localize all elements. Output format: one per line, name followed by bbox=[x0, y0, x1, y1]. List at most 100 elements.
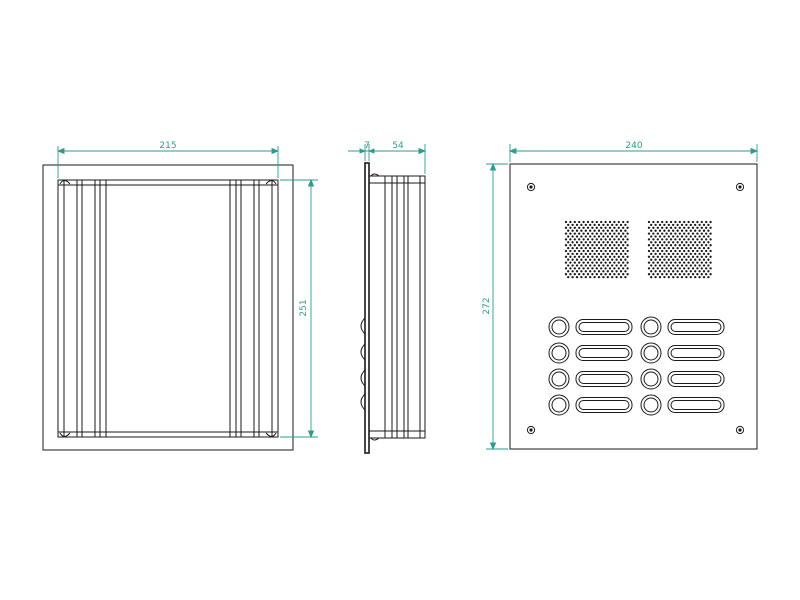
grille-hole bbox=[676, 229, 679, 232]
grille-hole bbox=[674, 244, 677, 247]
grille-hole bbox=[665, 273, 668, 276]
grille-hole bbox=[622, 244, 625, 247]
grille-hole bbox=[582, 261, 585, 264]
name-plate bbox=[575, 345, 633, 361]
grille-hole bbox=[584, 241, 587, 244]
dim-panel-width: 240 bbox=[508, 141, 759, 162]
grille-hole bbox=[674, 261, 677, 264]
grille-hole bbox=[652, 255, 655, 258]
grille-hole bbox=[569, 238, 572, 241]
grille-hole bbox=[564, 244, 568, 247]
grille-hole bbox=[650, 275, 653, 279]
grille-hole bbox=[571, 275, 574, 279]
grille-hole bbox=[696, 267, 699, 270]
grille-hole bbox=[600, 267, 603, 270]
grille-hole bbox=[591, 255, 594, 258]
grille-hole bbox=[707, 275, 710, 279]
grille-hole bbox=[573, 244, 576, 247]
call-button-icon bbox=[640, 368, 662, 390]
grille-hole bbox=[654, 252, 657, 256]
grille-hole bbox=[564, 267, 568, 270]
grille-hole bbox=[658, 275, 662, 279]
grille-hole bbox=[683, 267, 686, 270]
grille-hole bbox=[575, 258, 579, 261]
grille-hole bbox=[582, 226, 585, 229]
grille-hole bbox=[696, 261, 699, 264]
grille-hole bbox=[647, 261, 651, 264]
grille-hole bbox=[654, 235, 657, 238]
grille-hole bbox=[647, 255, 651, 258]
grille-hole bbox=[624, 270, 627, 273]
grille-hole bbox=[709, 249, 712, 253]
grille-hole bbox=[564, 255, 568, 258]
grille-hole bbox=[606, 258, 609, 261]
grille-hole bbox=[573, 220, 576, 224]
grille-hole bbox=[672, 235, 675, 238]
grille-hole bbox=[589, 235, 592, 238]
grille-hole bbox=[680, 235, 684, 238]
grille-hole bbox=[608, 226, 612, 229]
grille-hole bbox=[705, 226, 708, 229]
grille-hole bbox=[689, 258, 692, 261]
grille-hole bbox=[602, 275, 605, 279]
grille-hole bbox=[661, 244, 664, 247]
grille-hole bbox=[680, 229, 684, 232]
grille-hole bbox=[571, 223, 574, 227]
grille-hole bbox=[667, 229, 670, 232]
grille-hole bbox=[680, 264, 684, 267]
grille-hole bbox=[654, 270, 657, 273]
grille-hole bbox=[600, 249, 603, 253]
grille-hole bbox=[580, 270, 583, 273]
grille-hole bbox=[705, 255, 708, 258]
grille-hole bbox=[667, 223, 670, 227]
grille-hole bbox=[586, 232, 590, 235]
grille-hole bbox=[602, 223, 605, 227]
grille-hole bbox=[674, 273, 677, 276]
grille-hole bbox=[707, 241, 710, 244]
grille-hole bbox=[700, 238, 703, 241]
grille-hole bbox=[656, 261, 659, 264]
grille-hole bbox=[575, 264, 579, 267]
grille-hole bbox=[593, 275, 596, 279]
grille-hole bbox=[589, 229, 592, 232]
grille-hole bbox=[573, 273, 576, 276]
grille-hole bbox=[658, 270, 662, 273]
grille-hole bbox=[604, 249, 607, 253]
grille-hole bbox=[696, 255, 699, 258]
grille-hole bbox=[604, 238, 607, 241]
grille-hole bbox=[669, 249, 673, 253]
grille-hole bbox=[676, 246, 679, 250]
grille-hole bbox=[654, 275, 657, 279]
grille-hole bbox=[608, 238, 612, 241]
grille-hole bbox=[705, 244, 708, 247]
grille-hole bbox=[589, 252, 592, 256]
grille-hole bbox=[613, 255, 616, 258]
grille-hole bbox=[582, 255, 585, 258]
grille-hole bbox=[656, 238, 659, 241]
grille-hole bbox=[661, 220, 664, 224]
grille-hole bbox=[624, 264, 627, 267]
grille-hole bbox=[661, 238, 664, 241]
screw-icon bbox=[735, 425, 745, 435]
grille-hole bbox=[611, 264, 614, 267]
grille-hole bbox=[608, 255, 612, 258]
grille-hole bbox=[691, 244, 695, 247]
dim-panel-height: 272 bbox=[482, 162, 508, 451]
grille-hole bbox=[564, 273, 568, 276]
grille-hole bbox=[597, 258, 601, 261]
grille-hole bbox=[569, 249, 572, 253]
grille-hole bbox=[615, 275, 618, 279]
grille-hole bbox=[582, 249, 585, 253]
grille-hole bbox=[654, 223, 657, 227]
grille-hole bbox=[615, 246, 618, 250]
grille-hole bbox=[691, 220, 695, 224]
grille-hole bbox=[702, 264, 706, 267]
grille-hole bbox=[582, 273, 585, 276]
grille-hole bbox=[698, 235, 701, 238]
grille-hole bbox=[683, 255, 686, 258]
grille-hole bbox=[595, 261, 598, 264]
grille-hole bbox=[650, 223, 653, 227]
grille-hole bbox=[700, 220, 703, 224]
grille-hole bbox=[615, 252, 618, 256]
grille-hole bbox=[611, 252, 614, 256]
